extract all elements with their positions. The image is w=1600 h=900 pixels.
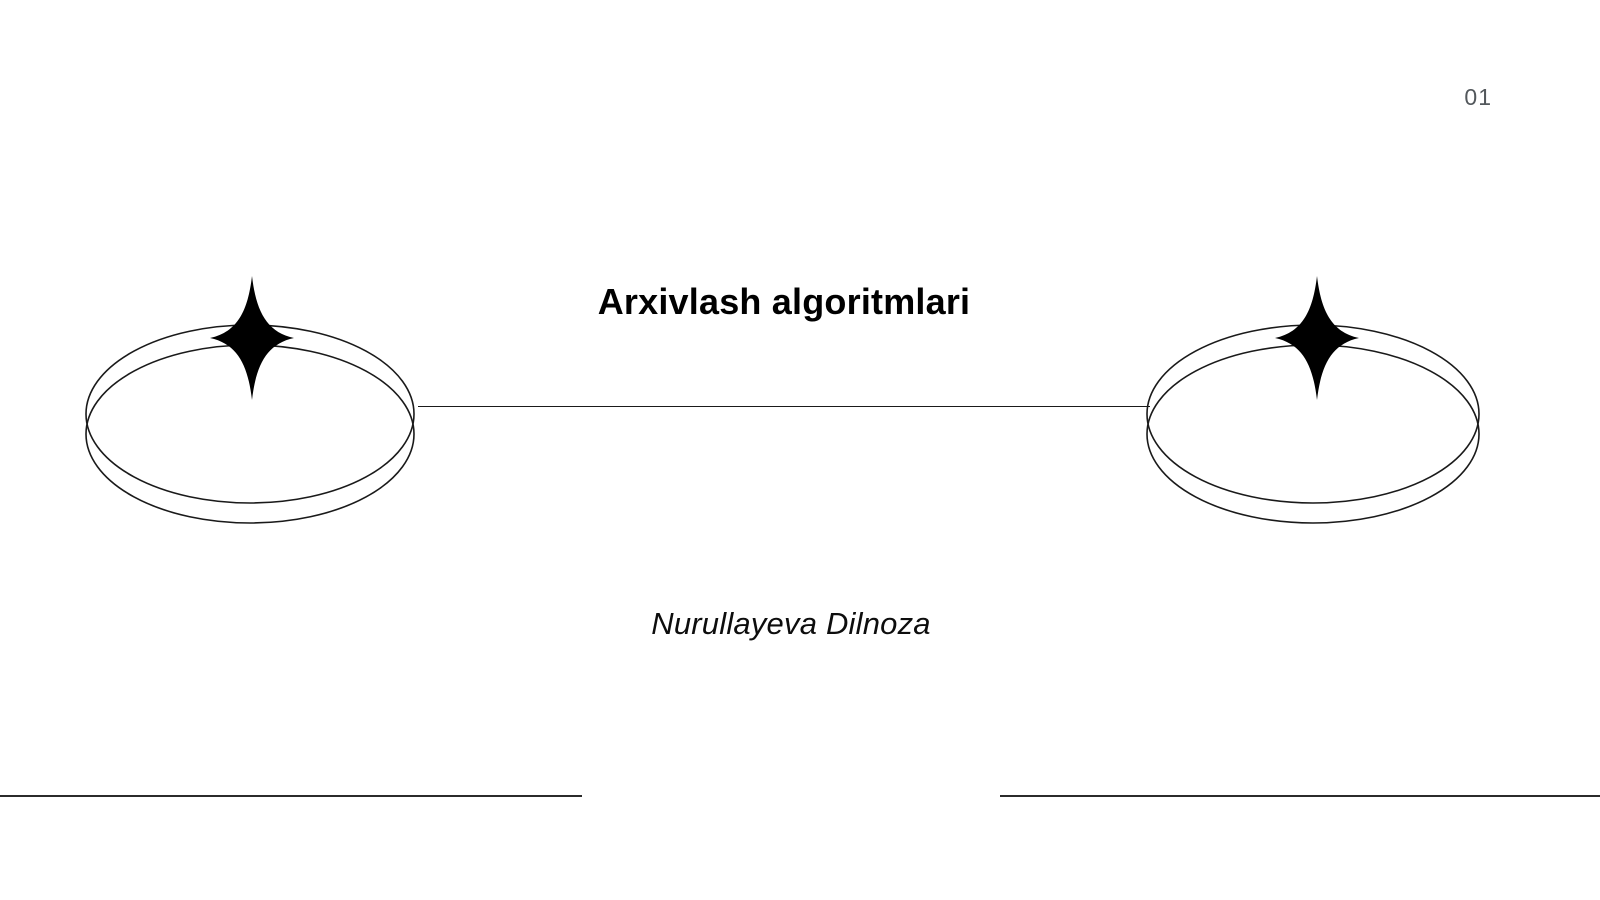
footer-rule-left [0, 795, 582, 797]
ellipse-lower [1146, 344, 1480, 524]
connector-line [418, 406, 1150, 407]
page-title: Arxivlash algoritmlari [597, 281, 971, 322]
ellipse-upper [85, 324, 415, 504]
ellipse-upper [1146, 324, 1480, 504]
author-name: Nurullayeva Dilnoza [651, 606, 931, 641]
footer-rule-right [1000, 795, 1600, 797]
page-number: 01 [1464, 84, 1492, 110]
ellipse-lower [85, 344, 415, 524]
